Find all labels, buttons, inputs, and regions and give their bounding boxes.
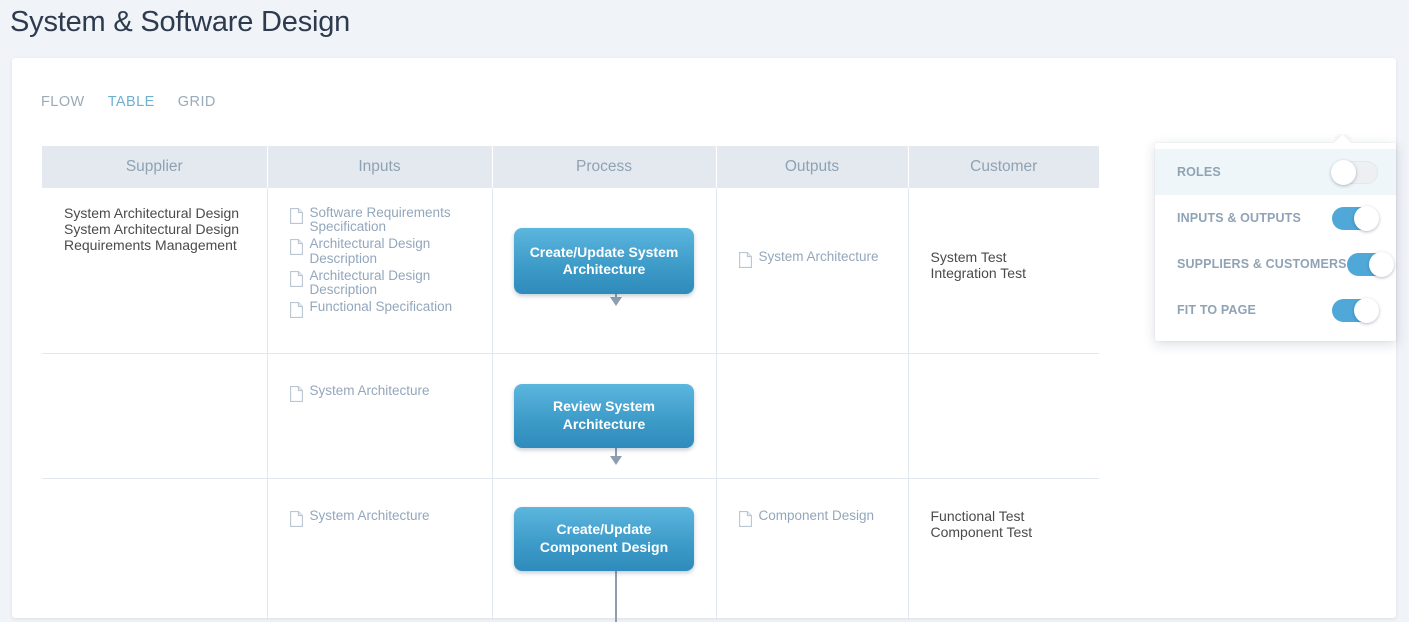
cell-process-row2: Review System Architecture <box>492 353 717 479</box>
supplier-item: Requirements Management <box>64 237 237 254</box>
document-icon <box>738 252 752 268</box>
setting-row-fit-to-page[interactable]: FIT TO PAGE <box>1155 287 1396 333</box>
process-node[interactable]: Review System Architecture <box>514 383 694 448</box>
toggle-knob <box>1331 159 1356 185</box>
cell-supplier-row3 <box>42 478 268 618</box>
supplier-item: System Architectural Design <box>64 205 240 221</box>
page-title: System & Software Design <box>10 6 351 38</box>
cell-customer-row2 <box>908 353 1099 479</box>
tab-flow[interactable]: FLOW <box>41 94 85 110</box>
document-icon <box>738 510 752 527</box>
document-icon <box>289 510 303 527</box>
column-header-inputs: Inputs <box>267 146 493 188</box>
toggle-suppliers-customers[interactable] <box>1346 251 1394 277</box>
sipoc-table: Supplier Inputs Process Outputs Customer… <box>42 146 1099 618</box>
process-node[interactable]: Create/Update System Architecture <box>514 228 694 294</box>
input-label: Functional Specification <box>309 299 453 315</box>
cell-outputs-row2 <box>716 353 909 479</box>
document-icon <box>289 302 303 318</box>
cell-inputs-row2: System Architecture <box>267 353 493 479</box>
cell-customer-row3: Functional Test Component Test <box>908 478 1099 618</box>
cell-process-row1: Create/Update System Architecture <box>492 188 717 354</box>
customer-item: Integration Test <box>930 265 1026 282</box>
setting-row-suppliers-customers[interactable]: SUPPLIERS & CUSTOMERS <box>1155 241 1396 287</box>
setting-label: INPUTS & OUTPUTS <box>1177 211 1301 225</box>
input-item[interactable]: System Architecture <box>289 507 470 527</box>
tab-grid[interactable]: GRID <box>177 94 216 110</box>
column-header-supplier: Supplier <box>42 146 268 188</box>
supplier-item: System Architectural Design <box>64 221 240 238</box>
dropdown-caret-icon <box>1334 134 1352 143</box>
setting-label: SUPPLIERS & CUSTOMERS <box>1177 257 1347 271</box>
cell-customer-row1: System Test Integration Test <box>908 188 1099 354</box>
cell-supplier-row2 <box>42 353 268 479</box>
toggle-inputs-outputs[interactable] <box>1332 205 1379 231</box>
output-label: System Architecture <box>758 249 879 264</box>
input-item[interactable]: Functional Specification <box>289 299 470 318</box>
cell-process-row3: Create/Update Component Design <box>492 478 717 618</box>
toggle-knob <box>1368 251 1394 277</box>
document-icon <box>289 208 303 224</box>
customer-item: Component Test <box>930 523 1033 540</box>
input-label: Architectural Design Description <box>309 267 431 297</box>
toggle-knob <box>1354 205 1379 231</box>
cell-outputs-row3: Component Design <box>716 478 909 618</box>
table-header-row: Supplier Inputs Process Outputs Customer <box>42 146 1099 188</box>
table-row: System Architectural Design System Archi… <box>42 188 1099 354</box>
sipoc-card: FLOW TABLE GRID Supplier Inputs Process … <box>12 58 1396 622</box>
cell-outputs-row1: System Architecture <box>716 188 909 354</box>
column-header-customer: Customer <box>908 146 1099 188</box>
output-label: Component Design <box>758 507 875 523</box>
table-row: System Architecture Create/Update Compon… <box>42 478 1099 618</box>
input-label: Software Requirements Specification <box>309 205 451 235</box>
table-row: System Architecture Review System Archit… <box>42 353 1099 479</box>
document-icon <box>289 239 303 256</box>
document-icon <box>289 270 303 287</box>
output-item[interactable]: Component Design <box>738 507 886 527</box>
connector-arrowhead <box>610 456 622 465</box>
cell-inputs-row1: Software Requirements Specification Arch… <box>267 188 493 354</box>
customer-item: Functional Test <box>930 507 1025 524</box>
process-node[interactable]: Create/Update Component Design <box>514 506 694 571</box>
column-header-outputs: Outputs <box>716 146 909 188</box>
output-item[interactable]: System Architecture <box>738 249 886 268</box>
customer-item: System Test <box>930 249 1007 265</box>
setting-label: FIT TO PAGE <box>1177 303 1256 317</box>
sipoc-table-wrapper: Supplier Inputs Process Outputs Customer… <box>42 146 1099 622</box>
toggle-roles[interactable] <box>1331 159 1378 185</box>
toggle-fit-to-page[interactable] <box>1332 297 1379 323</box>
setting-row-inputs-outputs[interactable]: INPUTS & OUTPUTS <box>1155 195 1396 241</box>
input-label: System Architecture <box>309 382 430 398</box>
input-label: Architectural Design Description <box>309 236 431 266</box>
setting-row-roles[interactable]: ROLES <box>1155 149 1396 195</box>
view-tabs: FLOW TABLE GRID <box>41 94 216 110</box>
column-header-process: Process <box>492 146 717 188</box>
input-item[interactable]: Software Requirements Specification <box>289 205 470 235</box>
input-item[interactable]: Architectural Design Description <box>289 267 470 297</box>
input-label: System Architecture <box>309 507 430 523</box>
setting-label: ROLES <box>1177 165 1221 179</box>
cell-inputs-row3: System Architecture <box>267 478 493 618</box>
input-item[interactable]: Architectural Design Description <box>289 236 470 266</box>
cell-supplier-row1: System Architectural Design System Archi… <box>42 188 268 354</box>
connector-arrowhead <box>610 297 622 306</box>
tab-table[interactable]: TABLE <box>107 94 155 110</box>
document-icon <box>289 385 303 402</box>
input-item[interactable]: System Architecture <box>289 382 470 402</box>
toggle-knob <box>1354 297 1379 323</box>
settings-dropdown-panel: ROLES INPUTS & OUTPUTS SUPPLIERS & CUSTO… <box>1155 143 1396 341</box>
